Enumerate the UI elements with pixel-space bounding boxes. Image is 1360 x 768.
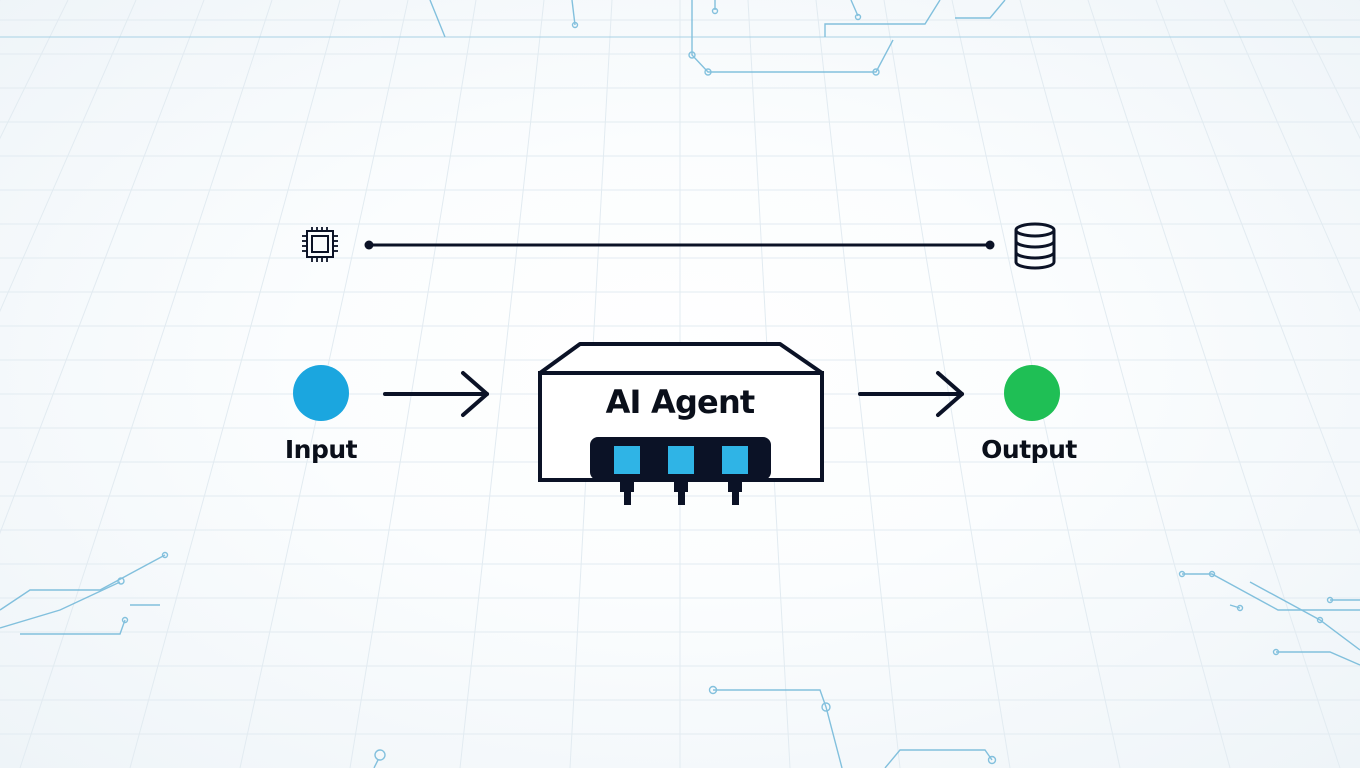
grid-line <box>19 0 273 768</box>
grid-line <box>1155 0 1360 535</box>
input-label: Input <box>284 435 358 464</box>
grid-line <box>0 0 205 535</box>
grid-line <box>883 0 1011 768</box>
grid-line <box>459 0 545 768</box>
grid-line <box>1291 0 1360 140</box>
grid-line <box>129 0 341 768</box>
ai-agent-title: AI Agent <box>605 383 756 421</box>
arrow-input-to-agent <box>383 371 489 417</box>
port-1 <box>614 446 640 474</box>
arrow-agent-to-output <box>858 371 964 417</box>
grid-line <box>1087 0 1341 768</box>
port-3 <box>722 446 748 474</box>
grid-line <box>1223 0 1360 313</box>
grid-line <box>1019 0 1231 768</box>
processor-chip-icon <box>302 227 338 262</box>
grid-line <box>0 0 69 140</box>
port-2 <box>668 446 694 474</box>
top-connector <box>364 240 995 250</box>
database-icon <box>1014 222 1056 270</box>
output-node <box>1004 365 1060 421</box>
ai-agent-box <box>538 342 824 505</box>
grid-line <box>815 0 901 768</box>
output-label: Output <box>981 435 1077 464</box>
grid-line <box>349 0 477 768</box>
input-node <box>293 365 349 421</box>
grid-line <box>0 0 137 313</box>
